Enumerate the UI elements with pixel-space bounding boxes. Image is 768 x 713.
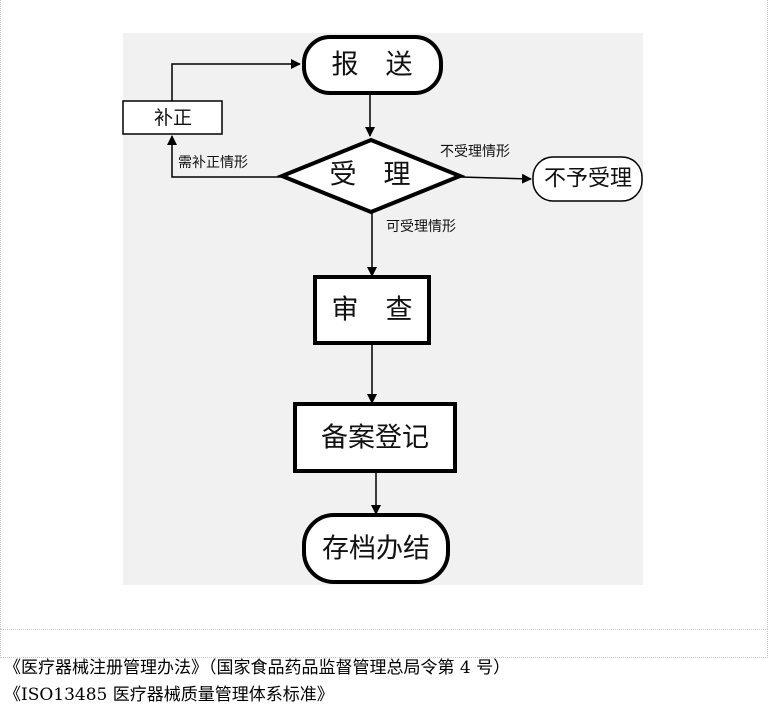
node-archive: 存档办结 [302,513,450,584]
node-reject: 不予受理 [532,156,643,202]
node-supplement: 补正 [122,100,223,135]
node-accept-label: 受 理 [330,160,411,191]
node-review: 审 查 [313,275,431,345]
edge-label-needs-supplement: 需补正情形 [178,155,248,171]
node-submit-label: 报 送 [332,50,413,81]
separator-band [0,629,768,658]
edge-accept-supplement [167,135,282,178]
node-review-label: 审 查 [332,295,413,326]
node-record: 备案登记 [293,402,457,473]
node-submit: 报 送 [302,35,443,95]
reference-line: 《ISO13485 医疗器械质量管理体系标准》 [4,685,334,705]
edge-label-not-accepted: 不受理情形 [440,144,510,160]
edges [167,59,532,515]
edge-label-accepted: 可受理情形 [386,219,456,235]
references: 《医疗器械注册管理办法》（国家食品药品监督管理总局令第 4 号） 《ISO134… [4,655,764,709]
edge-supplement-submit [171,59,301,101]
node-record-label: 备案登记 [321,423,429,454]
edge-accept-reject [459,173,532,184]
reference-line: 《医疗器械注册管理办法》（国家食品药品监督管理总局令第 4 号） [4,658,511,678]
node-accept: 受 理 [276,137,466,215]
node-archive-label: 存档办结 [322,534,430,565]
node-supplement-label: 补正 [154,107,192,129]
node-reject-label: 不予受理 [544,167,632,192]
